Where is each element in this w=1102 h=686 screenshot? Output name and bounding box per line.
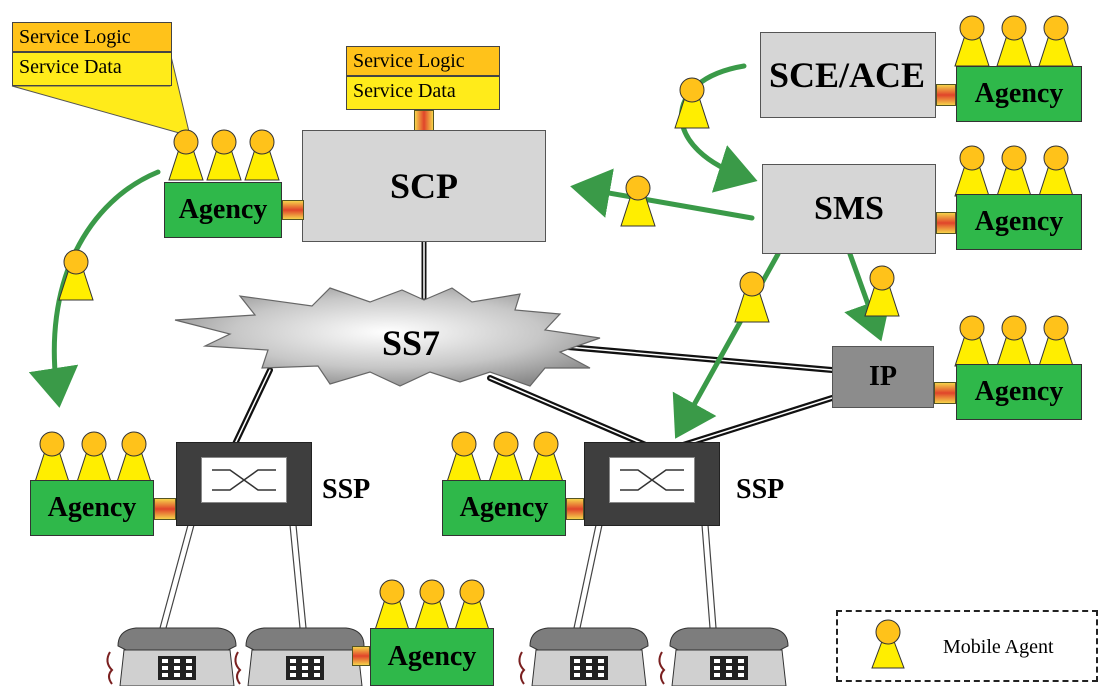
connector-agency-scp bbox=[282, 200, 304, 220]
ssp-right-label: SSP bbox=[736, 474, 785, 505]
service-logic-box-scp: Service Logic bbox=[346, 46, 500, 76]
arrow-sms-to-scp bbox=[570, 168, 755, 221]
mobile-agent-icon bbox=[996, 315, 1032, 367]
service-data-box-left: Service Data bbox=[12, 52, 172, 86]
arrow-sms-to-ip bbox=[844, 251, 892, 342]
connector-sms-agency bbox=[936, 212, 956, 234]
sms-label: SMS bbox=[814, 190, 884, 227]
mobile-agent-icon bbox=[734, 271, 770, 323]
mobile-agent-icon bbox=[620, 175, 656, 227]
mobile-agent-icon bbox=[864, 265, 900, 317]
connector-agency-ssp-right bbox=[566, 498, 584, 520]
switch-icon bbox=[620, 469, 684, 491]
scp-label: SCP bbox=[389, 166, 458, 206]
agency-ip[interactable]: Agency bbox=[956, 364, 1082, 420]
switch-icon bbox=[212, 469, 276, 491]
connector-sce-agency bbox=[936, 84, 956, 106]
connector-scp-service bbox=[414, 110, 434, 132]
sce-ace-node[interactable]: SCE/ACE bbox=[760, 32, 936, 118]
service-data-box-scp: Service Data bbox=[346, 76, 500, 110]
agency-scp[interactable]: Agency bbox=[164, 182, 282, 238]
telephone-icon bbox=[518, 627, 649, 686]
telephone-icon bbox=[234, 627, 365, 686]
mobile-agent-icon bbox=[446, 431, 482, 483]
telephone-icon bbox=[106, 627, 237, 686]
agency-ssp-left[interactable]: Agency bbox=[30, 480, 154, 536]
connector-ip-agency bbox=[934, 382, 956, 404]
switch-matrix-right bbox=[609, 457, 695, 503]
mobile-agent-icon bbox=[1038, 15, 1074, 67]
mobile-agent-icon bbox=[996, 15, 1032, 67]
ip-label: IP bbox=[869, 361, 897, 392]
scp-node[interactable]: SCP bbox=[302, 130, 546, 242]
service-logic-box-left: Service Logic bbox=[12, 22, 172, 52]
mobile-agent-icon bbox=[244, 129, 280, 181]
mobile-agents bbox=[34, 15, 1074, 631]
mobile-agent-icon bbox=[116, 431, 152, 483]
connector-phone-agency bbox=[352, 646, 370, 666]
sce-ace-label: SCE/ACE bbox=[769, 55, 926, 95]
phone-lines bbox=[159, 524, 717, 629]
ssp-left-label: SSP bbox=[322, 474, 371, 505]
ssp-right-node[interactable] bbox=[584, 442, 720, 526]
mobile-agent-icon bbox=[414, 579, 450, 631]
sms-node[interactable]: SMS bbox=[762, 164, 936, 254]
mobile-agent-icon bbox=[996, 145, 1032, 197]
mobile-agent-icon bbox=[488, 431, 524, 483]
mobile-agent-icon bbox=[374, 579, 410, 631]
mobile-agent-icon bbox=[674, 77, 710, 129]
ip-node[interactable]: IP bbox=[832, 346, 934, 408]
mobile-agent-icon bbox=[954, 315, 990, 367]
mobile-agent-icon bbox=[58, 249, 94, 301]
legend-label: Mobile Agent bbox=[943, 636, 1054, 658]
agency-ssp-right[interactable]: Agency bbox=[442, 480, 566, 536]
mobile-agent-icon bbox=[954, 145, 990, 197]
mobile-agent-icon bbox=[454, 579, 490, 631]
mobile-agent-icon bbox=[1038, 315, 1074, 367]
connector-agency-ssp-left bbox=[154, 498, 176, 520]
mobile-agent-icon bbox=[528, 431, 564, 483]
ss7-cloud bbox=[174, 287, 601, 387]
mobile-agent-icon bbox=[34, 431, 70, 483]
telephones bbox=[106, 627, 789, 686]
agency-phone[interactable]: Agency bbox=[370, 628, 494, 686]
mobile-agent-icon bbox=[954, 15, 990, 67]
mobile-agent-legend-icon bbox=[871, 619, 905, 669]
switch-matrix-left bbox=[201, 457, 287, 503]
mobile-agent-icon bbox=[168, 129, 204, 181]
mobile-agent-icon bbox=[206, 129, 242, 181]
agency-sce[interactable]: Agency bbox=[956, 66, 1082, 122]
mobile-agent-icon bbox=[1038, 145, 1074, 197]
telephone-icon bbox=[658, 627, 789, 686]
ss7-label: SS7 bbox=[382, 323, 441, 363]
mobile-agent-icon bbox=[76, 431, 112, 483]
agency-sms[interactable]: Agency bbox=[956, 194, 1082, 250]
ssp-left-node[interactable] bbox=[176, 442, 312, 526]
legend: Mobile Agent bbox=[836, 610, 1098, 682]
